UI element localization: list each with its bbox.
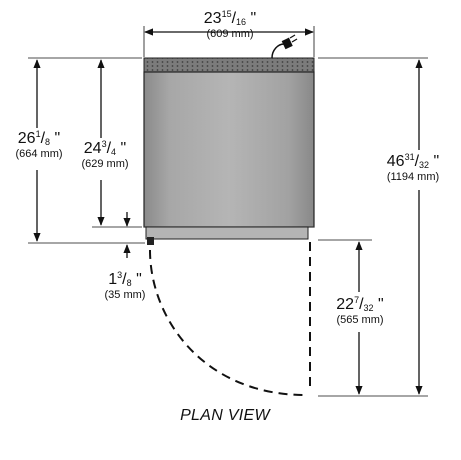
top-vent-strip <box>143 57 315 73</box>
cabinet-body <box>143 71 315 228</box>
view-title: PLAN VIEW <box>180 407 270 424</box>
dim-label-depth-open: 4631/32 " (1194 mm) <box>386 152 440 183</box>
dim-label-depth-body: 243/4 " (629 mm) <box>81 139 129 170</box>
dim-label-door-thickness: 13/8 " (35 mm) <box>104 270 146 301</box>
appliance-outline <box>143 57 315 245</box>
extension-lines <box>28 26 428 397</box>
dim-label-width: 2315/16 " (609 mm) <box>203 9 257 40</box>
door <box>145 226 309 240</box>
label-masks <box>10 128 444 332</box>
dim-label-depth-total: 261/8 " (664 mm) <box>15 129 63 160</box>
door-hinge <box>147 237 154 245</box>
door-swing-path <box>149 242 311 396</box>
dimension-lines <box>33 28 423 395</box>
dim-label-door-swing: 227/32 " (565 mm) <box>336 295 384 326</box>
